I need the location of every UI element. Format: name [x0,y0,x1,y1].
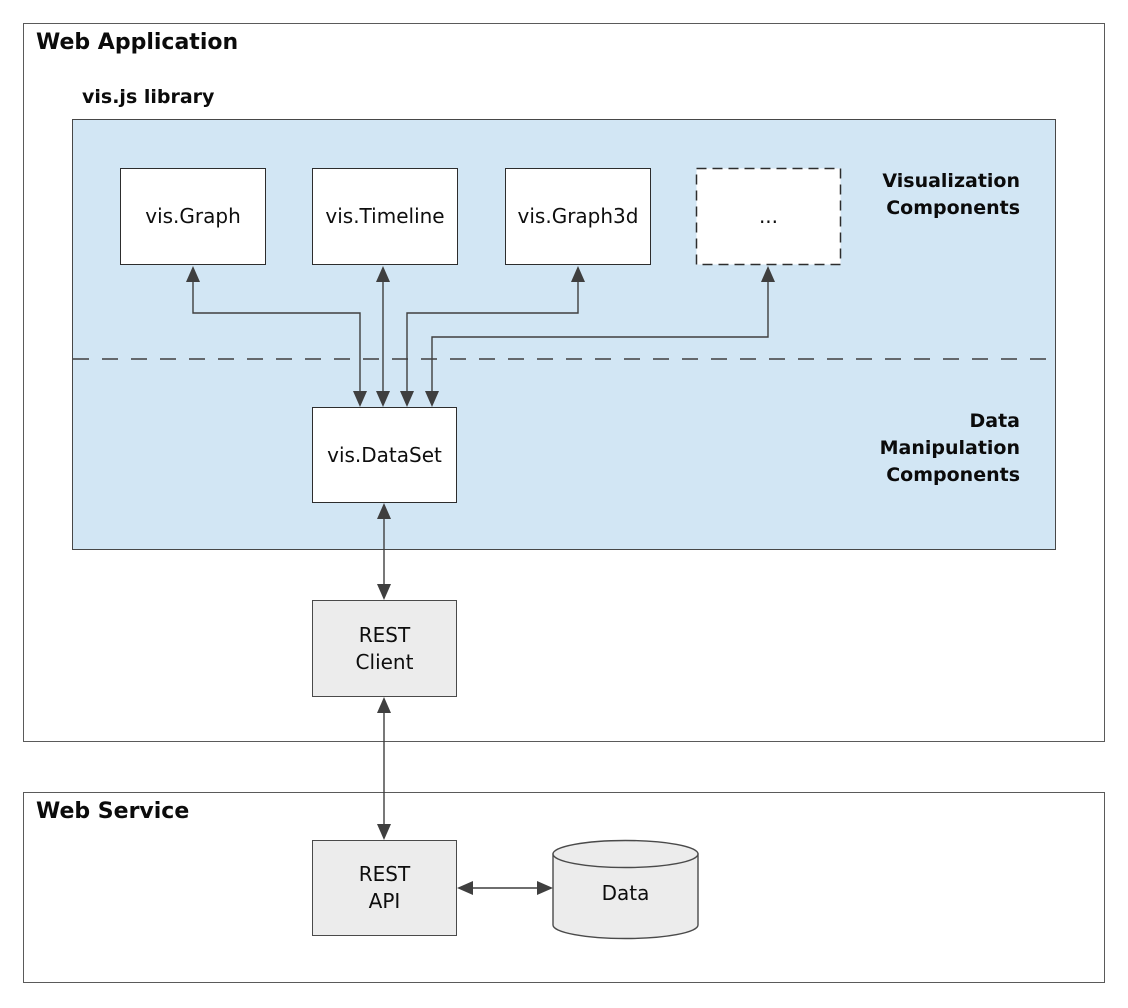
data-store-label: Data [601,881,650,905]
web-service-title: Web Service [36,799,190,824]
visjs-library-title: vis.js library [82,86,215,108]
vis-graph3d-box: vis.Graph3d [505,168,651,265]
more-components-box: ... [758,203,779,228]
web-application-title: Web Application [36,30,239,55]
rest-client-box: REST Client [312,600,457,697]
visualization-components-label: Visualization Components [882,170,1020,219]
rest-api-box: REST API [312,840,457,936]
vis-graph-box: vis.Graph [120,168,266,265]
vis-dataset-box: vis.DataSet [312,407,457,503]
vis-timeline-box: vis.Timeline [312,168,458,265]
data-manipulation-components-label: Data Manipulation Components [879,410,1020,486]
